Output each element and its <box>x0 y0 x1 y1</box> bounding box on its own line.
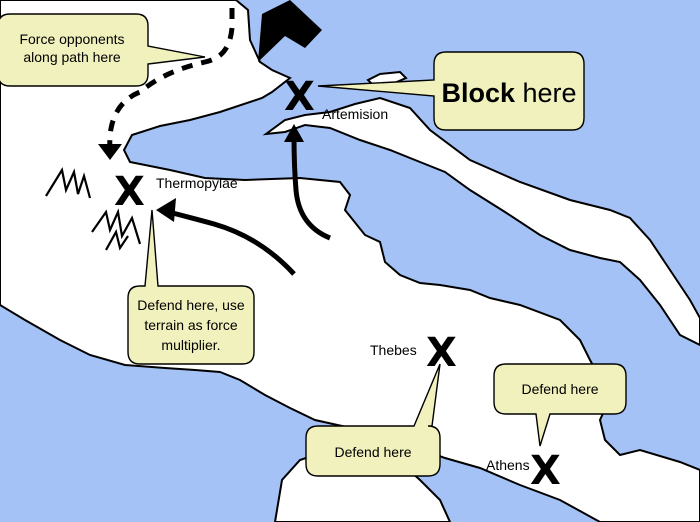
callout-defend-thermopylae: Defend here, use terrain as force multip… <box>127 209 255 365</box>
callout-text: Defend here <box>334 444 411 460</box>
callout-text: multiplier. <box>161 337 220 353</box>
callout-rest-text: here <box>515 78 577 108</box>
callout-text: terrain as force <box>144 317 238 333</box>
artemision-marker: X <box>284 74 315 120</box>
thermopylae-marker: X <box>114 169 145 215</box>
callout-text: Force opponents <box>19 31 124 47</box>
callout-block-here: Block here <box>317 51 585 131</box>
athens-marker: X <box>530 448 561 494</box>
callout-bold-text: Block <box>441 78 516 108</box>
thebes-label: Thebes <box>370 342 417 358</box>
thebes-marker: X <box>426 330 457 376</box>
attack-arrow-icon <box>156 198 296 276</box>
callout-text: Defend here, use <box>137 297 245 313</box>
athens-label: Athens <box>486 457 530 473</box>
dashed-path-arrow-icon <box>98 8 235 160</box>
callout-text: Defend here <box>521 381 598 397</box>
callout-defend-athens: Defend here <box>493 363 627 447</box>
attack-arrow-icon <box>284 124 331 241</box>
euboea-island <box>262 96 700 347</box>
mountain-icon <box>45 167 142 251</box>
callout-text: along path here <box>23 49 121 65</box>
fleet-arrow-icon <box>258 0 322 62</box>
callout-defend-thebes: Defend here <box>305 363 441 477</box>
callout-force-opponents: Force opponents along path here <box>0 13 206 87</box>
artemision-label: Artemision <box>322 106 388 122</box>
callout-text: Block here <box>441 78 576 108</box>
thermopylae-label: Thermopylae <box>156 175 238 191</box>
